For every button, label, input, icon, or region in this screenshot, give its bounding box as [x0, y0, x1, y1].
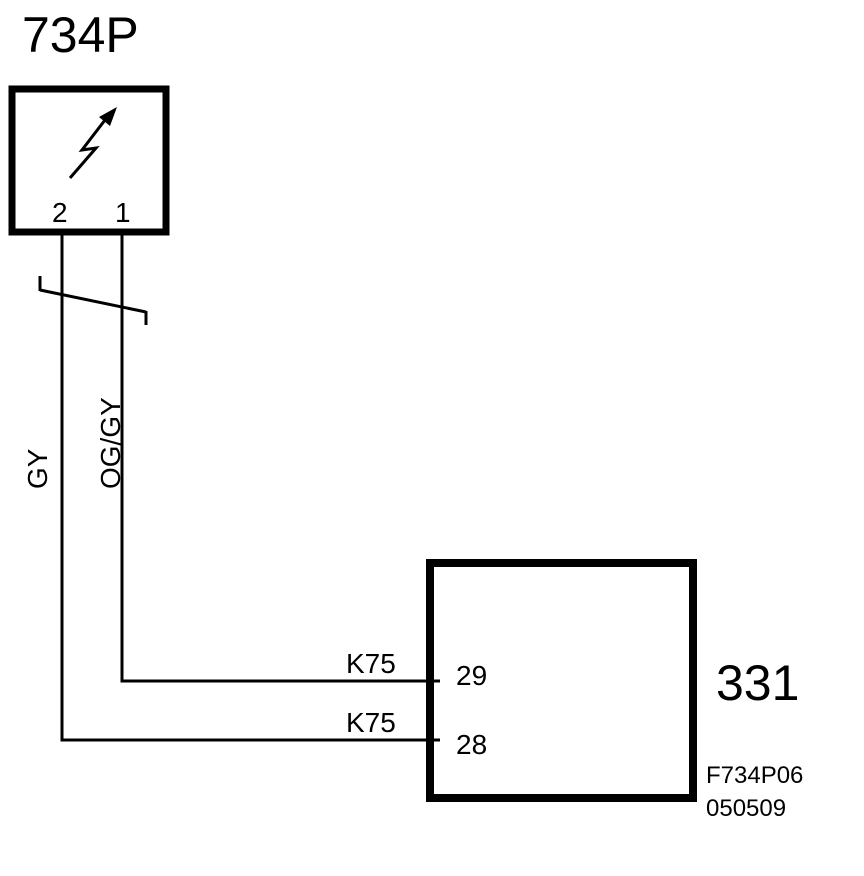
figure-code-line-1: F734P06	[706, 762, 803, 789]
sensor-id-label: 734P	[22, 7, 139, 63]
wire-color-og-gy: OG/GY	[95, 397, 126, 489]
connector-label-upper: K75	[346, 648, 396, 679]
twisted-pair-marker	[38, 276, 148, 325]
wire-color-gy: GY	[22, 448, 53, 489]
module-id-label: 331	[716, 655, 799, 711]
module-pin-29: 29	[456, 660, 487, 691]
connector-label-lower: K75	[346, 707, 396, 738]
sensor-box	[8, 85, 170, 236]
module-box	[426, 559, 697, 802]
figure-code-line-2: 050509	[706, 795, 786, 822]
sensor-pin-1: 1	[115, 197, 131, 228]
wire-gray	[60, 232, 440, 742]
wire-orange-gray	[120, 232, 440, 683]
lightning-arrow-icon	[68, 107, 117, 179]
module-pin-28: 28	[456, 729, 487, 760]
sensor-pin-2: 2	[52, 197, 68, 228]
